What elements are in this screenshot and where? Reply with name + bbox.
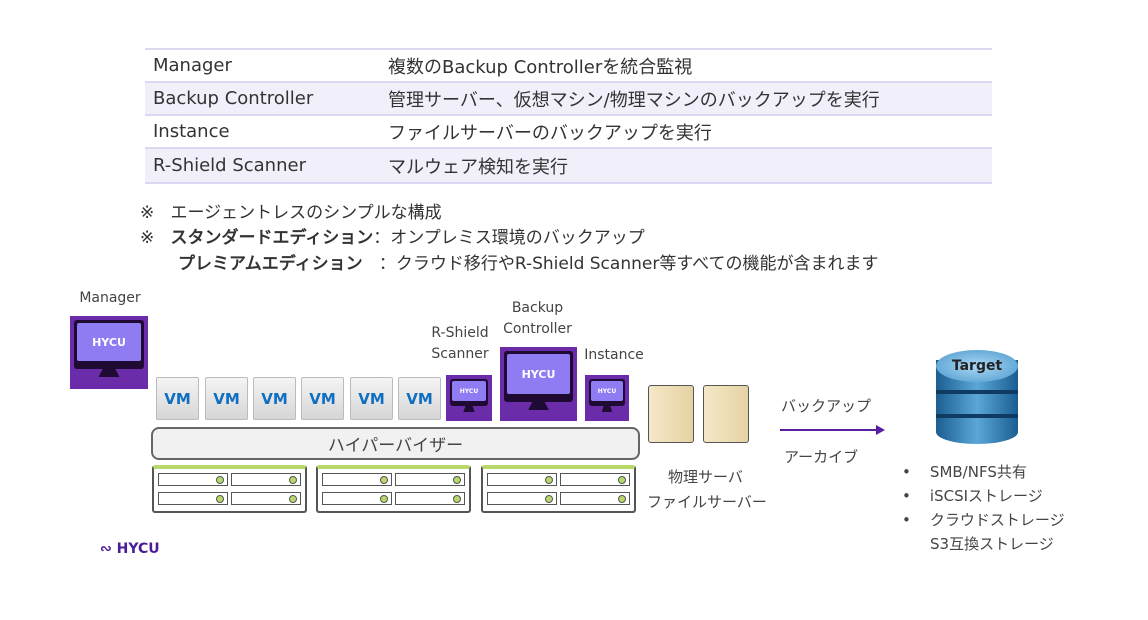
storage-rack-icon <box>481 465 636 513</box>
storage-rack-icon <box>316 465 471 513</box>
hycu-logo: HYCU <box>77 323 141 361</box>
archive-label: アーカイブ <box>784 448 859 466</box>
logo-text: HYCU <box>116 541 160 557</box>
manager-label: Manager <box>79 290 141 306</box>
rshield-label: R-Shield Scanner <box>431 325 489 362</box>
note-mark: ※ <box>140 228 155 248</box>
table-row: R-Shield Scanner マルウェア検知を実行 <box>145 149 992 182</box>
component-desc: 複数のBackup Controllerを統合監視 <box>388 56 693 78</box>
target-label: Target <box>936 350 1018 382</box>
note-mark: ※ <box>140 203 155 223</box>
backup-controller-label: Backup Controller <box>503 300 572 337</box>
vm-icon: VM <box>350 377 393 420</box>
server-icon <box>648 385 694 443</box>
hycu-logo: HYCU <box>452 381 486 401</box>
physical-server-label: 物理サーバ <box>668 468 743 486</box>
target-item: • iSCSIストレージ <box>902 487 1043 505</box>
vm-icon: VM <box>205 377 248 420</box>
arrow-head-icon <box>876 425 885 435</box>
hycu-logo: ∾ HYCU <box>100 541 160 557</box>
component-name: R-Shield Scanner <box>153 155 306 176</box>
premium-label: プレミアムエディション <box>178 254 363 274</box>
database-icon: Target <box>936 350 1018 450</box>
table-row: Manager 複数のBackup Controllerを統合監視 <box>145 50 992 83</box>
backup-label: バックアップ <box>781 397 872 415</box>
target-item: • クラウドストレージ <box>902 511 1065 529</box>
file-server-label: ファイルサーバー <box>647 493 767 511</box>
instance-monitor-icon: HYCU <box>585 375 629 421</box>
target-item-text: SMB/NFS共有 <box>929 463 1027 481</box>
hycu-logo: HYCU <box>507 354 570 394</box>
storage-rack-icon <box>152 465 307 513</box>
standard-label: スタンダードエディション <box>170 228 374 248</box>
table-row: Instance ファイルサーバーのバックアップを実行 <box>145 116 992 149</box>
hypervisor-bar: ハイパーバイザー <box>151 427 640 460</box>
target-item: • SMB/NFS共有 <box>902 463 1027 481</box>
component-name: Instance <box>153 121 230 142</box>
standard-desc: ：オンプレミス環境のバックアップ <box>373 228 645 248</box>
note-standard: ※ スタンダードエディション：オンプレミス環境のバックアップ <box>140 223 645 248</box>
vm-icon: VM <box>156 377 199 420</box>
component-desc: マルウェア検知を実行 <box>388 156 568 178</box>
premium-desc: ：クラウド移行やR-Shield Scanner等すべての機能が含まれます <box>378 254 879 274</box>
instance-label: Instance <box>584 347 644 363</box>
server-icon <box>703 385 749 443</box>
vm-icon: VM <box>398 377 441 420</box>
note-text: エージェントレスのシンプルな構成 <box>170 203 442 223</box>
table-row: Backup Controller 管理サーバー、仮想マシン/物理マシンのバックア… <box>145 83 992 116</box>
hycu-logo: HYCU <box>591 381 623 401</box>
target-item-text: iSCSIストレージ <box>929 487 1043 505</box>
arrow-line <box>780 429 878 431</box>
component-name: Backup Controller <box>153 88 314 109</box>
note-premium: プレミアムエディション ：クラウド移行やR-Shield Scanner等すべて… <box>178 249 878 274</box>
vm-icon: VM <box>301 377 344 420</box>
rshield-monitor-icon: HYCU <box>446 375 492 421</box>
component-name: Manager <box>153 55 232 76</box>
note-1: ※ エージェントレスのシンプルな構成 <box>140 198 442 223</box>
target-list: • SMB/NFS共有 • iSCSIストレージ • クラウドストレージ S3互… <box>902 460 1065 556</box>
component-desc: ファイルサーバーのバックアップを実行 <box>388 122 712 144</box>
target-item-text: クラウドストレージ <box>929 511 1065 529</box>
manager-monitor-icon: HYCU <box>70 316 148 389</box>
component-table: Manager 複数のBackup Controllerを統合監視 Backup … <box>145 48 992 184</box>
component-desc: 管理サーバー、仮想マシン/物理マシンのバックアップを実行 <box>388 89 880 111</box>
target-item-sub: S3互換ストレージ <box>930 535 1054 553</box>
backup-controller-monitor-icon: HYCU <box>500 347 577 421</box>
vm-icon: VM <box>253 377 296 420</box>
